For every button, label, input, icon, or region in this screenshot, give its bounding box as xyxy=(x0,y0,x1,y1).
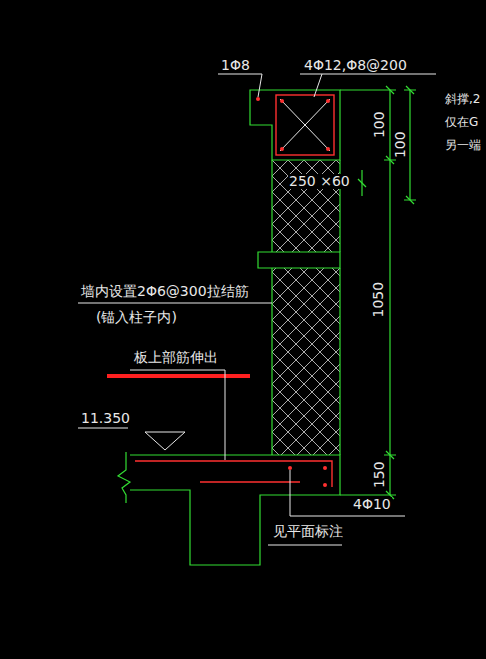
note-text: 仅在G xyxy=(444,116,479,129)
rebar-callout: 4Φ10 xyxy=(352,497,392,512)
rebar-callout: 4Φ12,Φ8@200 xyxy=(303,58,408,73)
elevation-mark: 11.350 xyxy=(80,411,131,426)
note-text: 板上部筋伸出 xyxy=(133,350,219,365)
note-text: 墙内设置2Φ6@300拉结筋 xyxy=(80,284,250,299)
rebar-callout: 1Φ8 xyxy=(220,58,251,73)
dimension: 100 xyxy=(392,131,407,160)
dimension: 100 xyxy=(371,111,386,140)
note-text: (锚入柱子内) xyxy=(95,310,178,325)
note-text: 另一端 xyxy=(444,139,482,152)
dimension: 150 xyxy=(371,461,386,490)
note-text: 见平面标注 xyxy=(272,524,344,539)
dimension: 250 ×60 xyxy=(288,174,351,189)
dimension: 1050 xyxy=(371,281,386,319)
note-text: 斜撑,2 xyxy=(444,93,481,106)
